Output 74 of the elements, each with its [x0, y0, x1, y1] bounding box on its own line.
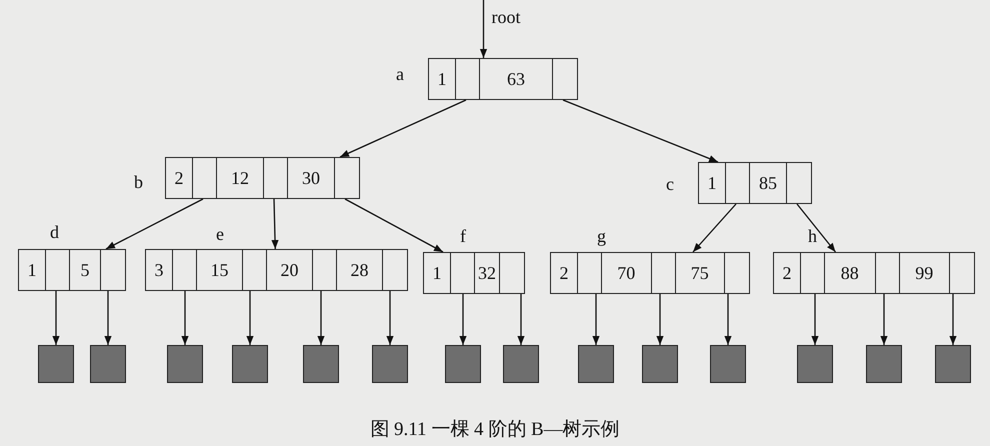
record-node — [145, 249, 408, 291]
key-count: 1 — [436, 68, 448, 90]
key-count: 1 — [706, 172, 718, 194]
arrow — [517, 294, 525, 345]
node-letter: h — [808, 226, 817, 247]
key-count: 3 — [154, 258, 164, 282]
arrow — [480, 0, 488, 58]
key-value: 63 — [479, 59, 552, 99]
record-node — [423, 252, 525, 294]
record-node — [18, 249, 126, 291]
leaf-square — [503, 345, 539, 383]
arrow — [949, 294, 957, 345]
key-value: 32 — [474, 253, 499, 293]
arrow — [104, 291, 112, 345]
node-letter: g — [597, 226, 606, 247]
leaf-square — [935, 345, 971, 383]
key-value: 88 — [824, 253, 874, 293]
record-node — [165, 157, 360, 199]
node-letter: e — [216, 224, 224, 245]
arrow — [692, 204, 736, 252]
arrow — [811, 294, 819, 345]
arrow — [562, 99, 718, 163]
record-node — [773, 252, 975, 294]
arrow — [317, 291, 325, 345]
record-node — [698, 162, 812, 204]
node-letter: c — [666, 174, 674, 195]
key-count: 2 — [558, 262, 570, 284]
key-value: 30 — [287, 158, 334, 198]
arrow — [340, 99, 466, 158]
node-letter: a — [396, 64, 404, 85]
key-value: 70 — [601, 253, 650, 293]
key-count: 2 — [782, 262, 792, 284]
key-count: 2 — [174, 166, 184, 190]
arrow — [246, 291, 254, 345]
key-value: 28 — [336, 250, 382, 290]
arrow — [592, 294, 600, 345]
arrow — [880, 294, 888, 345]
leaf-square — [232, 345, 268, 383]
leaf-square — [303, 345, 339, 383]
arrow — [181, 291, 189, 345]
node-letter: b — [134, 172, 143, 193]
arrow — [656, 294, 664, 345]
caption: 图 9.11 一棵 4 阶的 B—树示例 — [369, 418, 621, 442]
leaf-square — [167, 345, 203, 383]
key-count: 1 — [432, 262, 442, 284]
arrow — [271, 198, 279, 250]
key-count: 1 — [26, 258, 38, 282]
key-value: 5 — [69, 250, 100, 290]
arrow — [52, 291, 60, 345]
key-value: 20 — [266, 250, 312, 290]
key-value: 75 — [674, 253, 724, 293]
arrow — [724, 294, 732, 345]
leaf-square — [642, 345, 678, 383]
node-letter: f — [460, 226, 466, 247]
key-value: 12 — [216, 158, 263, 198]
arrow — [459, 294, 467, 345]
arrow — [386, 291, 394, 345]
key-value: 99 — [898, 253, 949, 293]
node-letter: d — [50, 222, 59, 243]
leaf-square — [445, 345, 481, 383]
record-node — [550, 252, 750, 294]
leaf-square — [372, 345, 408, 383]
key-value: 15 — [196, 250, 242, 290]
leaf-square — [578, 345, 614, 383]
arrow — [106, 198, 204, 250]
leaf-square — [710, 345, 746, 383]
leaf-square — [90, 345, 126, 383]
arrow — [796, 204, 836, 252]
leaf-square — [797, 345, 833, 383]
leaf-square — [866, 345, 902, 383]
record-node — [428, 58, 578, 100]
arrow — [344, 198, 444, 253]
key-value: 85 — [749, 163, 786, 203]
leaf-square — [38, 345, 74, 383]
